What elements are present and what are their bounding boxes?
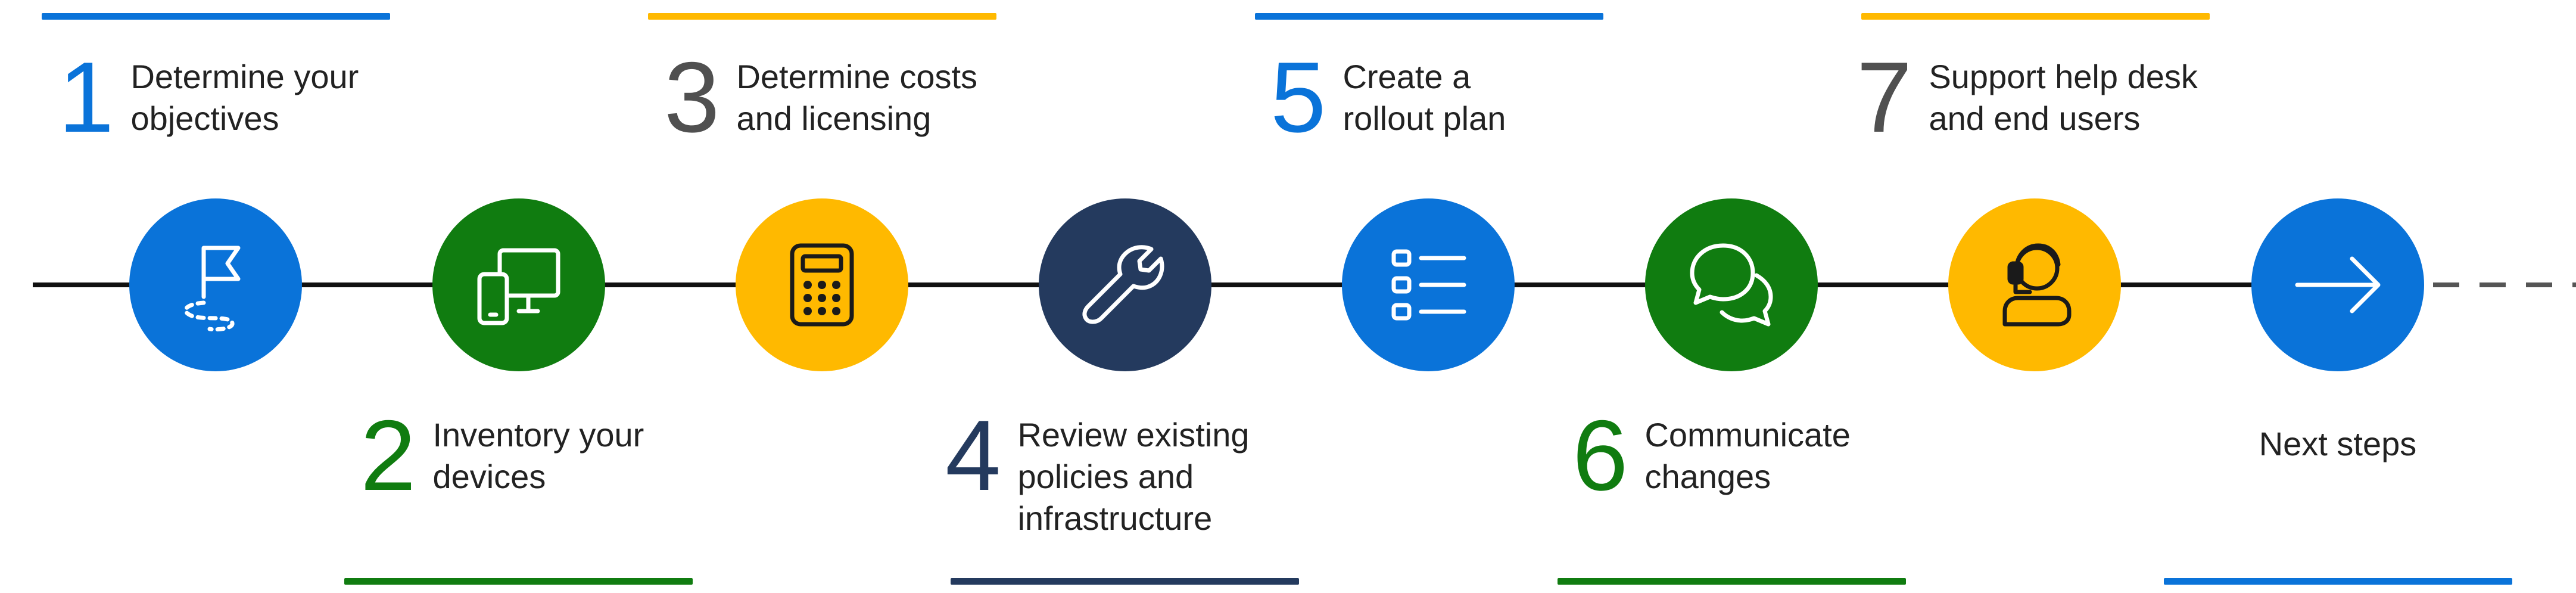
node-next-steps (2251, 198, 2424, 371)
calculator-icon (790, 243, 854, 327)
node-step-7 (1948, 198, 2121, 371)
step-3-label: Determine costs and licensing (736, 58, 978, 137)
step-1-number: 1 (58, 41, 114, 153)
step-6-number: 6 (1572, 399, 1628, 511)
accent-bar-next (2164, 578, 2512, 585)
step-7-number: 7 (1857, 41, 1912, 153)
checklist-icon (1391, 249, 1466, 321)
accent-bar-step-4 (951, 578, 1299, 585)
step-5-number: 5 (1270, 41, 1326, 153)
arrow-right-icon (2295, 256, 2381, 313)
chat-bubbles-icon (1690, 243, 1773, 327)
accent-bar-step-1 (42, 13, 390, 20)
step-5-label: Create a rollout plan (1342, 58, 1506, 137)
accent-bar-step-3 (648, 13, 996, 20)
step-3-number: 3 (664, 41, 720, 153)
accent-bar-step-7 (1861, 13, 2210, 20)
timeline-continuation-dashes (2433, 282, 2576, 287)
step-2-number: 2 (360, 399, 416, 511)
step-2: 2 Inventory your devices (360, 399, 644, 511)
step-3: 3 Determine costs and licensing (664, 41, 978, 153)
step-4-number: 4 (945, 399, 1001, 511)
node-step-1 (129, 198, 302, 371)
step-7: 7 Support help desk and end users (1857, 41, 2198, 153)
node-step-6 (1645, 198, 1818, 371)
step-6-label: Communicate changes (1644, 416, 1851, 495)
step-5: 5 Create a rollout plan (1270, 41, 1506, 153)
step-6: 6 Communicate changes (1572, 399, 1851, 511)
step-2-label: Inventory your devices (432, 416, 644, 495)
node-step-3 (736, 198, 908, 371)
step-7-label: Support help desk and end users (1929, 58, 2198, 137)
node-step-4 (1039, 198, 1211, 371)
node-step-5 (1342, 198, 1515, 371)
step-4-label: Review existing policies and infrastruct… (1017, 416, 1250, 537)
flag-path-icon (183, 246, 241, 332)
devices-icon (477, 248, 560, 325)
accent-bar-step-2 (344, 578, 693, 585)
next-steps-label: Next steps (2259, 425, 2417, 462)
step-1: 1 Determine your objectives (58, 41, 359, 153)
accent-bar-step-6 (1558, 578, 1906, 585)
accent-bar-step-5 (1255, 13, 1603, 20)
step-4: 4 Review existing policies and infrastru… (945, 399, 1250, 539)
node-step-2 (432, 198, 605, 371)
step-1-label: Determine your objectives (130, 58, 359, 137)
wrench-icon (1082, 245, 1164, 324)
headset-person-icon (2002, 243, 2072, 327)
